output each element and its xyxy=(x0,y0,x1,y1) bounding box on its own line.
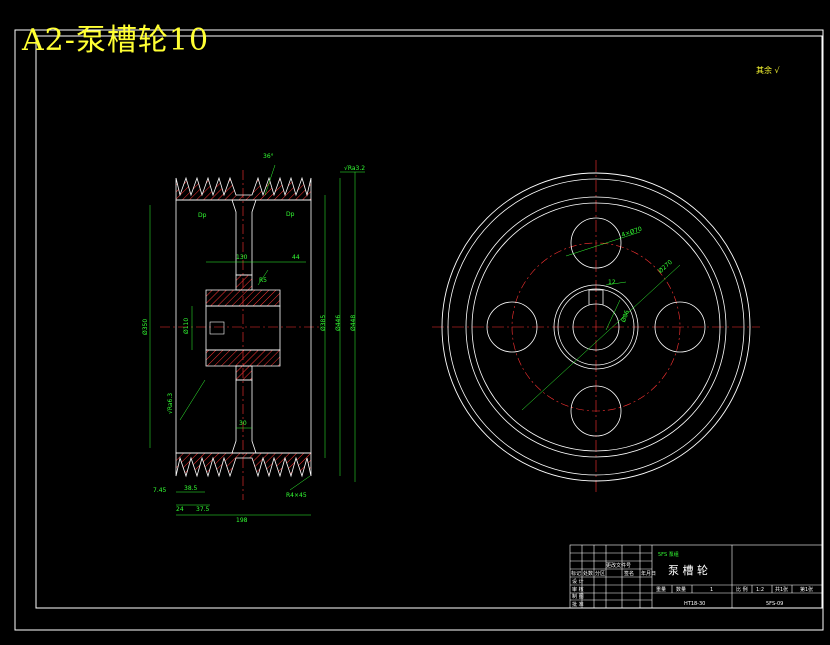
dim-30: 30 xyxy=(239,420,247,427)
dim-dp-right: Dp xyxy=(286,211,295,218)
hub-section-bottom xyxy=(205,349,281,367)
dim-110: Ø110 xyxy=(183,318,190,334)
tb-qty-label: 数量 xyxy=(676,586,686,593)
leader-key xyxy=(605,281,627,286)
dim-448: Ø448 xyxy=(350,315,357,331)
tb-row-label-4: 签名 xyxy=(624,570,634,577)
dim-38: 38.5 xyxy=(184,485,198,492)
tb-row-label-1: 处数 xyxy=(583,570,593,577)
tb-row-label-3: 更改文件号 xyxy=(606,562,631,569)
dim-375: 37.5 xyxy=(196,506,210,513)
dim-dp-left: Dp xyxy=(198,212,207,219)
web-outer-circle xyxy=(471,202,721,452)
dim-44: 44 xyxy=(292,254,300,261)
tb-row-label-0: 标记 xyxy=(571,570,581,577)
tb-row-label-2: 分区 xyxy=(595,570,605,577)
section-view: 36° √Ra3.2 Dp Dp 130 44 R5 Ø110 Ø350 Ø38… xyxy=(142,153,365,524)
tb-sheet-no: 第1张 xyxy=(800,586,813,593)
dim-385: Ø385 xyxy=(320,315,327,331)
tb-row-label-5: 年月日 xyxy=(641,570,656,577)
tb-designer: 设 计 xyxy=(572,578,584,585)
dim-leader-bl xyxy=(179,379,206,421)
bore-outline xyxy=(205,305,281,351)
tb-org: 5FS 泵组 xyxy=(658,551,679,558)
tb-weight-label: 重量 xyxy=(656,586,666,593)
dim-24: 24 xyxy=(176,506,184,513)
dim-r4x45: R4×45 xyxy=(286,492,307,499)
dim-leader-rb xyxy=(289,475,311,491)
rim-top-section xyxy=(175,176,312,201)
dim-leader-top xyxy=(264,164,276,196)
dim-745: 7.45 xyxy=(153,487,167,494)
title-block-frame xyxy=(569,544,823,609)
leader-hub xyxy=(605,299,621,331)
rim-outline xyxy=(175,199,312,454)
lightening-hole-right xyxy=(654,301,706,353)
outer-rim-circle xyxy=(441,172,751,482)
leader-hole xyxy=(565,231,641,257)
dim-hub: Ø86 xyxy=(620,309,631,323)
dim-leader-r8 xyxy=(257,269,269,286)
dim-130: 130 xyxy=(236,254,248,261)
rim-bottom-section xyxy=(175,452,312,478)
tb-scale: 1:2 xyxy=(756,587,764,593)
bore-circle xyxy=(572,303,620,351)
web-hatch-bottom xyxy=(235,365,253,381)
web-outline xyxy=(231,199,257,454)
web-hatch-top xyxy=(235,274,253,291)
dim-350: Ø350 xyxy=(142,319,149,335)
hub-section-top xyxy=(205,289,281,307)
bolt-pitch-circle xyxy=(511,242,681,412)
tb-sheet-label: 共1张 xyxy=(775,586,788,593)
dim-angle: 36° xyxy=(263,153,274,160)
tb-qty: 1 xyxy=(710,587,713,593)
tb-scale-label: 比 例 xyxy=(736,586,748,593)
hub-inner-circle xyxy=(557,288,635,366)
keyway-outline xyxy=(209,321,225,335)
roughness-note: 其余 √ xyxy=(756,65,781,75)
front-view: 4×Ø70 Ø270 12 Ø86 xyxy=(432,160,760,495)
dim-198: 198 xyxy=(236,517,248,524)
tb-approver: 批 准 xyxy=(572,601,584,608)
dim-ra-bottom: √Ra6.3 xyxy=(167,393,174,414)
rim-inner-circle xyxy=(465,196,727,458)
dim-key: 12 xyxy=(608,279,616,286)
dim-pitch: Ø270 xyxy=(657,259,674,275)
keyway-slot xyxy=(588,289,604,305)
dim-r8: R5 xyxy=(259,277,267,284)
tb-drawing-no: 5FS-09 xyxy=(766,601,783,607)
outer-border xyxy=(14,29,824,631)
tb-checker: 审 核 xyxy=(572,586,584,593)
lightening-hole-top xyxy=(570,217,622,269)
tb-drawer: 制 图 xyxy=(572,593,584,600)
title-block xyxy=(569,544,823,609)
hub-circle xyxy=(553,284,639,370)
leader-pitch xyxy=(521,264,681,411)
rim-circle-2 xyxy=(447,178,745,476)
dim-hole: 4×Ø70 xyxy=(621,226,644,239)
dim-ra-top: √Ra3.2 xyxy=(344,165,365,172)
tb-material: HT18-30 xyxy=(684,601,705,607)
tb-part-name: 泵 槽 轮 xyxy=(668,563,708,577)
lightening-hole-left xyxy=(486,301,538,353)
drawing-title: A2-泵槽轮10 xyxy=(22,23,210,58)
inner-border xyxy=(35,35,823,609)
dim-446: Ø446 xyxy=(335,315,342,331)
lightening-hole-bottom xyxy=(570,385,622,437)
